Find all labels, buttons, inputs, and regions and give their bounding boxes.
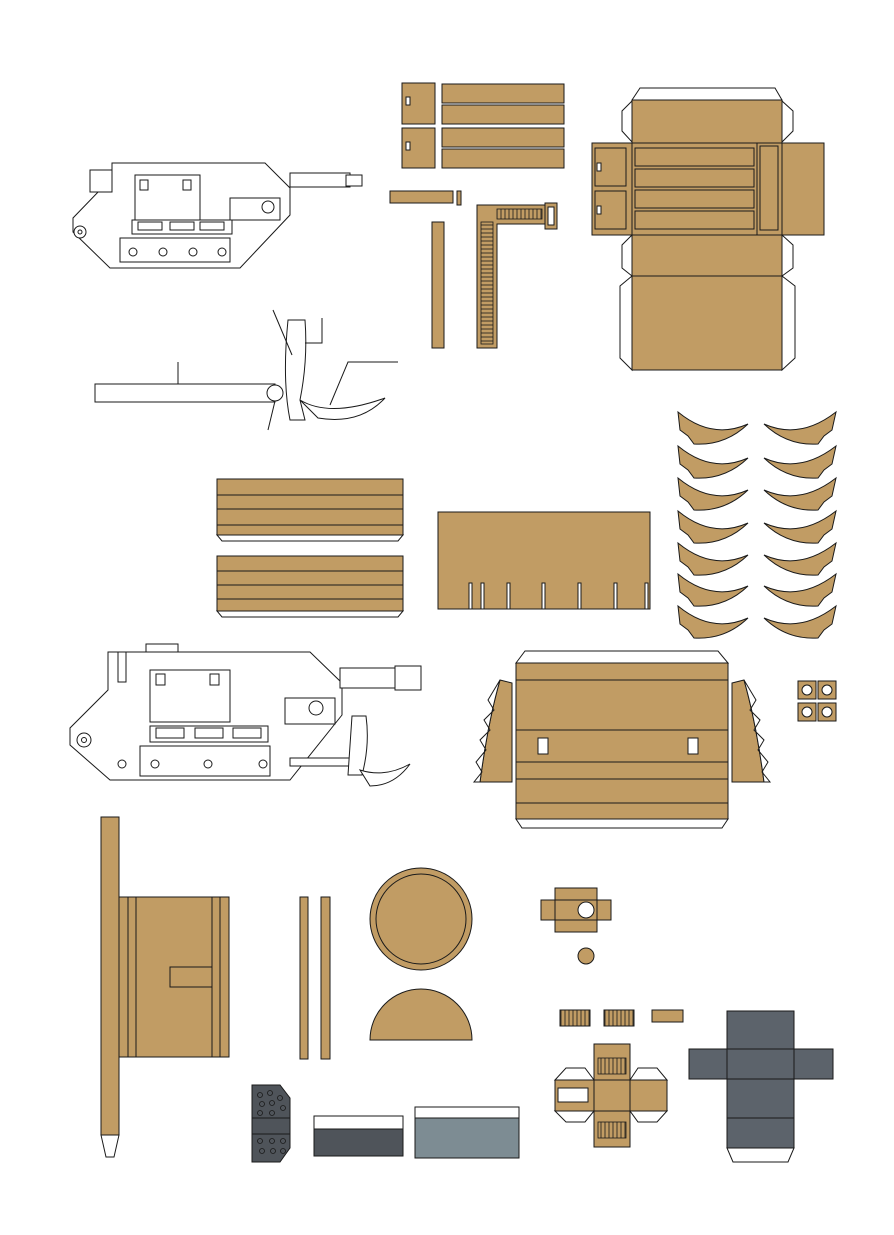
blade-rear-panel — [437, 511, 651, 610]
thin-rods — [299, 896, 331, 1060]
hull-box-net — [591, 87, 825, 372]
small-block-net — [540, 887, 612, 933]
gray-cross-net — [688, 1010, 834, 1163]
round-disc — [369, 867, 473, 971]
tank-side-view-with-blade — [69, 643, 422, 787]
blade-front-strips — [215, 478, 405, 618]
cross-box-net — [553, 1043, 669, 1148]
tall-mast-panel — [100, 816, 230, 1158]
half-disc — [369, 988, 473, 1041]
dozer-blade-teeth — [677, 410, 837, 639]
ammo-box-panels — [401, 82, 565, 169]
assembly-diagram-dozer-arm — [94, 309, 398, 431]
bolt-heads — [797, 680, 837, 722]
assembled-tank-side-view — [72, 162, 363, 269]
gray-panels — [313, 1106, 520, 1159]
vent-grilles — [559, 1009, 684, 1027]
tread-plate — [251, 1084, 291, 1163]
blade-body-net — [472, 650, 772, 829]
dozer-arm-strips — [389, 190, 558, 349]
small-round — [577, 947, 595, 965]
